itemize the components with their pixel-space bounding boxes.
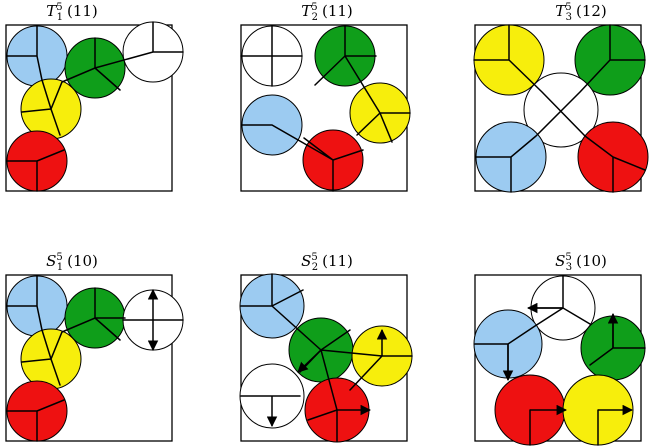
panel-s2	[239, 273, 413, 443]
panel-t2	[240, 24, 411, 192]
panel-t3	[473, 24, 649, 193]
panel-t1	[5, 21, 184, 192]
panel-s3	[473, 274, 646, 446]
panel-s1	[5, 274, 184, 442]
